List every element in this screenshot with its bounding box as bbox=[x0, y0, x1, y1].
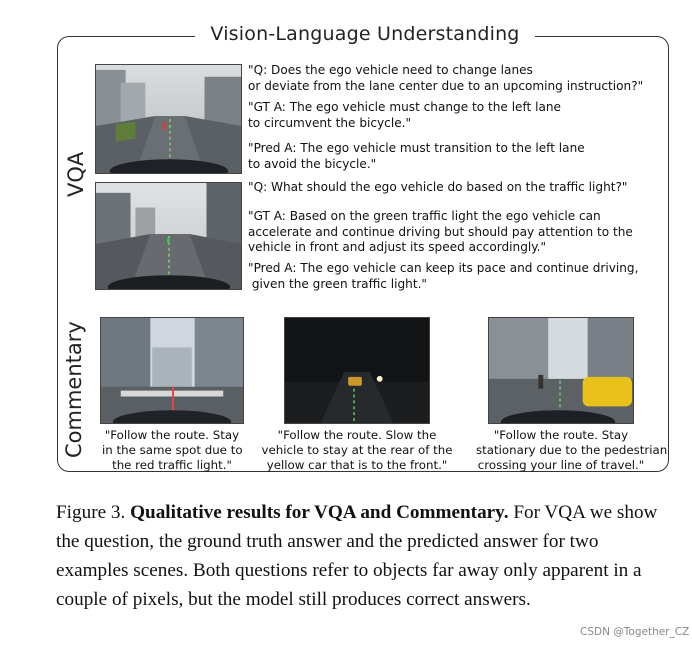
vqa-pred-answer-1: "Pred A: The ego vehicle must transition… bbox=[248, 141, 585, 171]
commentary-scene-image-2 bbox=[284, 317, 430, 424]
commentary-text-3: "Follow the route. Stay stationary due t… bbox=[476, 428, 668, 472]
figure-title: Vision-Language Understanding bbox=[195, 18, 535, 50]
vqa-question-2: "Q: What should the ego vehicle do based… bbox=[248, 180, 628, 194]
watermark: CSDN @Together_CZ bbox=[580, 626, 690, 638]
figure-caption-label: Figure 3. bbox=[56, 502, 126, 523]
vqa-scene-image-1 bbox=[95, 64, 242, 174]
section-label-commentary: Commentary bbox=[62, 321, 86, 458]
vqa-pred-answer-2: "Pred A: The ego vehicle can keep its pa… bbox=[248, 261, 639, 291]
commentary-text-1: "Follow the route. Stay in the same spot… bbox=[102, 428, 243, 472]
vqa-scene-image-2 bbox=[95, 182, 242, 290]
vqa-gt-answer-2: "GT A: Based on the green traffic light … bbox=[248, 209, 633, 254]
figure-caption: Figure 3. Qualitative results for VQA an… bbox=[56, 498, 674, 614]
vqa-question-1: "Q: Does the ego vehicle need to change … bbox=[248, 63, 644, 93]
commentary-scene-image-3 bbox=[488, 317, 634, 424]
figure-caption-text: For VQA we show the question, the ground… bbox=[56, 502, 658, 610]
vqa-gt-answer-1: "GT A: The ego vehicle must change to th… bbox=[248, 100, 561, 130]
commentary-scene-image-1 bbox=[100, 317, 244, 424]
figure-caption-bold: Qualitative results for VQA and Commenta… bbox=[130, 502, 509, 523]
section-label-vqa: VQA bbox=[64, 151, 88, 197]
commentary-text-2: "Follow the route. Slow the vehicle to s… bbox=[261, 428, 453, 472]
